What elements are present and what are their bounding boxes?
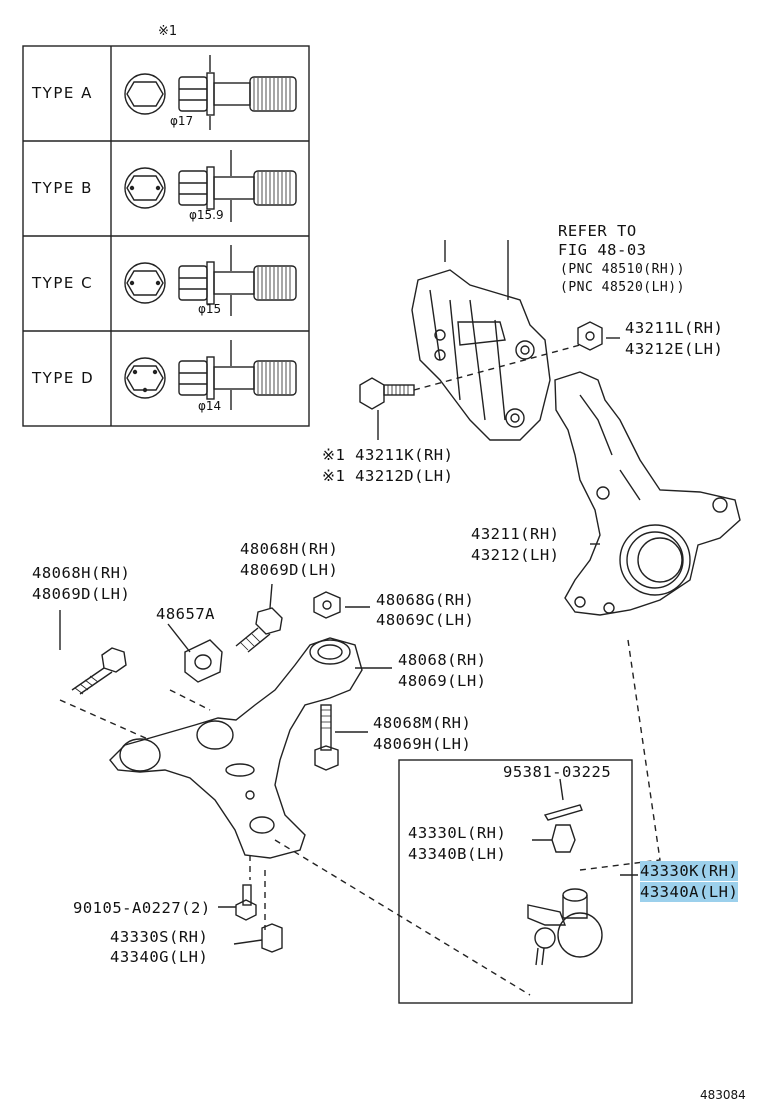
ball-joint-drawing (527, 804, 603, 966)
part-48069D-center[interactable]: 48069D(LH) (240, 561, 339, 579)
part-43212D[interactable]: ※1 43212D(LH) (322, 467, 454, 485)
part-48069C[interactable]: 48069C(LH) (376, 611, 475, 629)
strut-bracket-drawing (411, 240, 551, 441)
bolt-type-a-icon (124, 55, 297, 130)
table-note-mark: ※1 (158, 24, 178, 39)
type-d-label: TYPE D (32, 369, 95, 387)
type-a-label: TYPE A (32, 84, 93, 102)
part-48069[interactable]: 48069(LH) (398, 672, 487, 690)
part-43212E[interactable]: 43212E(LH) (625, 340, 724, 358)
type-c-label: TYPE C (32, 274, 94, 292)
figure-number: 483084 (700, 1088, 746, 1102)
part-48068M[interactable]: 48068M(RH) (373, 714, 472, 732)
part-43211[interactable]: 43211(RH) (471, 525, 560, 543)
part-48657A[interactable]: 48657A (156, 605, 215, 623)
part-43212[interactable]: 43212(LH) (471, 546, 560, 564)
type-c-diameter: φ15 (198, 302, 222, 316)
part-43211K[interactable]: ※1 43211K(RH) (322, 446, 454, 464)
part-48068H-left[interactable]: 48068H(RH) (32, 564, 131, 582)
bolt-type-table (22, 45, 310, 427)
part-43340B[interactable]: 43340B(LH) (408, 845, 507, 863)
part-48069H[interactable]: 48069H(LH) (373, 735, 472, 753)
part-43340G[interactable]: 43340G(LH) (110, 948, 209, 966)
part-48068H-center[interactable]: 48068H(RH) (240, 540, 339, 558)
part-95381[interactable]: 95381-03225 (503, 763, 612, 781)
part-43330L[interactable]: 43330L(RH) (408, 824, 507, 842)
arm-bolt-vertical-drawing (314, 704, 339, 771)
type-b-label: TYPE B (32, 179, 93, 197)
part-43340A-highlighted[interactable]: 43340A(LH) (640, 882, 739, 902)
type-b-diameter: φ15.9 (189, 208, 224, 222)
part-43330S[interactable]: 43330S(RH) (110, 928, 209, 946)
part-43330K-highlighted[interactable]: 43330K(RH) (640, 861, 739, 881)
knuckle-nut-drawing (577, 321, 603, 351)
type-a-diameter: φ17 (170, 114, 194, 128)
part-48068G[interactable]: 48068G(RH) (376, 591, 475, 609)
part-90105[interactable]: 90105-A0227(2) (73, 899, 211, 917)
refer-to-line1: REFER TO (558, 222, 637, 240)
type-d-diameter: φ14 (198, 399, 222, 413)
refer-to-line4: (PNC 48520(LH)) (560, 280, 685, 295)
steering-knuckle-drawing (554, 371, 741, 616)
part-43211L[interactable]: 43211L(RH) (625, 319, 724, 337)
refer-to-line2: FIG 48-03 (558, 241, 647, 259)
bolt-type-c-icon (124, 245, 297, 316)
part-48068[interactable]: 48068(RH) (398, 651, 487, 669)
leader-lines (59, 639, 661, 996)
bushing-drawing (184, 639, 223, 683)
ball-joint-box (398, 759, 633, 1004)
ball-joint-bolt-drawing (235, 884, 283, 953)
arm-bolt-center-drawing (235, 607, 283, 653)
bolt-type-d-icon (124, 340, 297, 410)
arm-nut-drawing (313, 591, 341, 619)
lower-arm-drawing (109, 637, 363, 859)
part-48069D-left[interactable]: 48069D(LH) (32, 585, 131, 603)
refer-to-line3: (PNC 48510(RH)) (560, 262, 685, 277)
bolt-type-b-icon (124, 150, 297, 222)
leader-ticks (59, 337, 638, 945)
arm-bolt-left-drawing (71, 647, 127, 695)
knuckle-bolt-drawing (359, 344, 581, 410)
